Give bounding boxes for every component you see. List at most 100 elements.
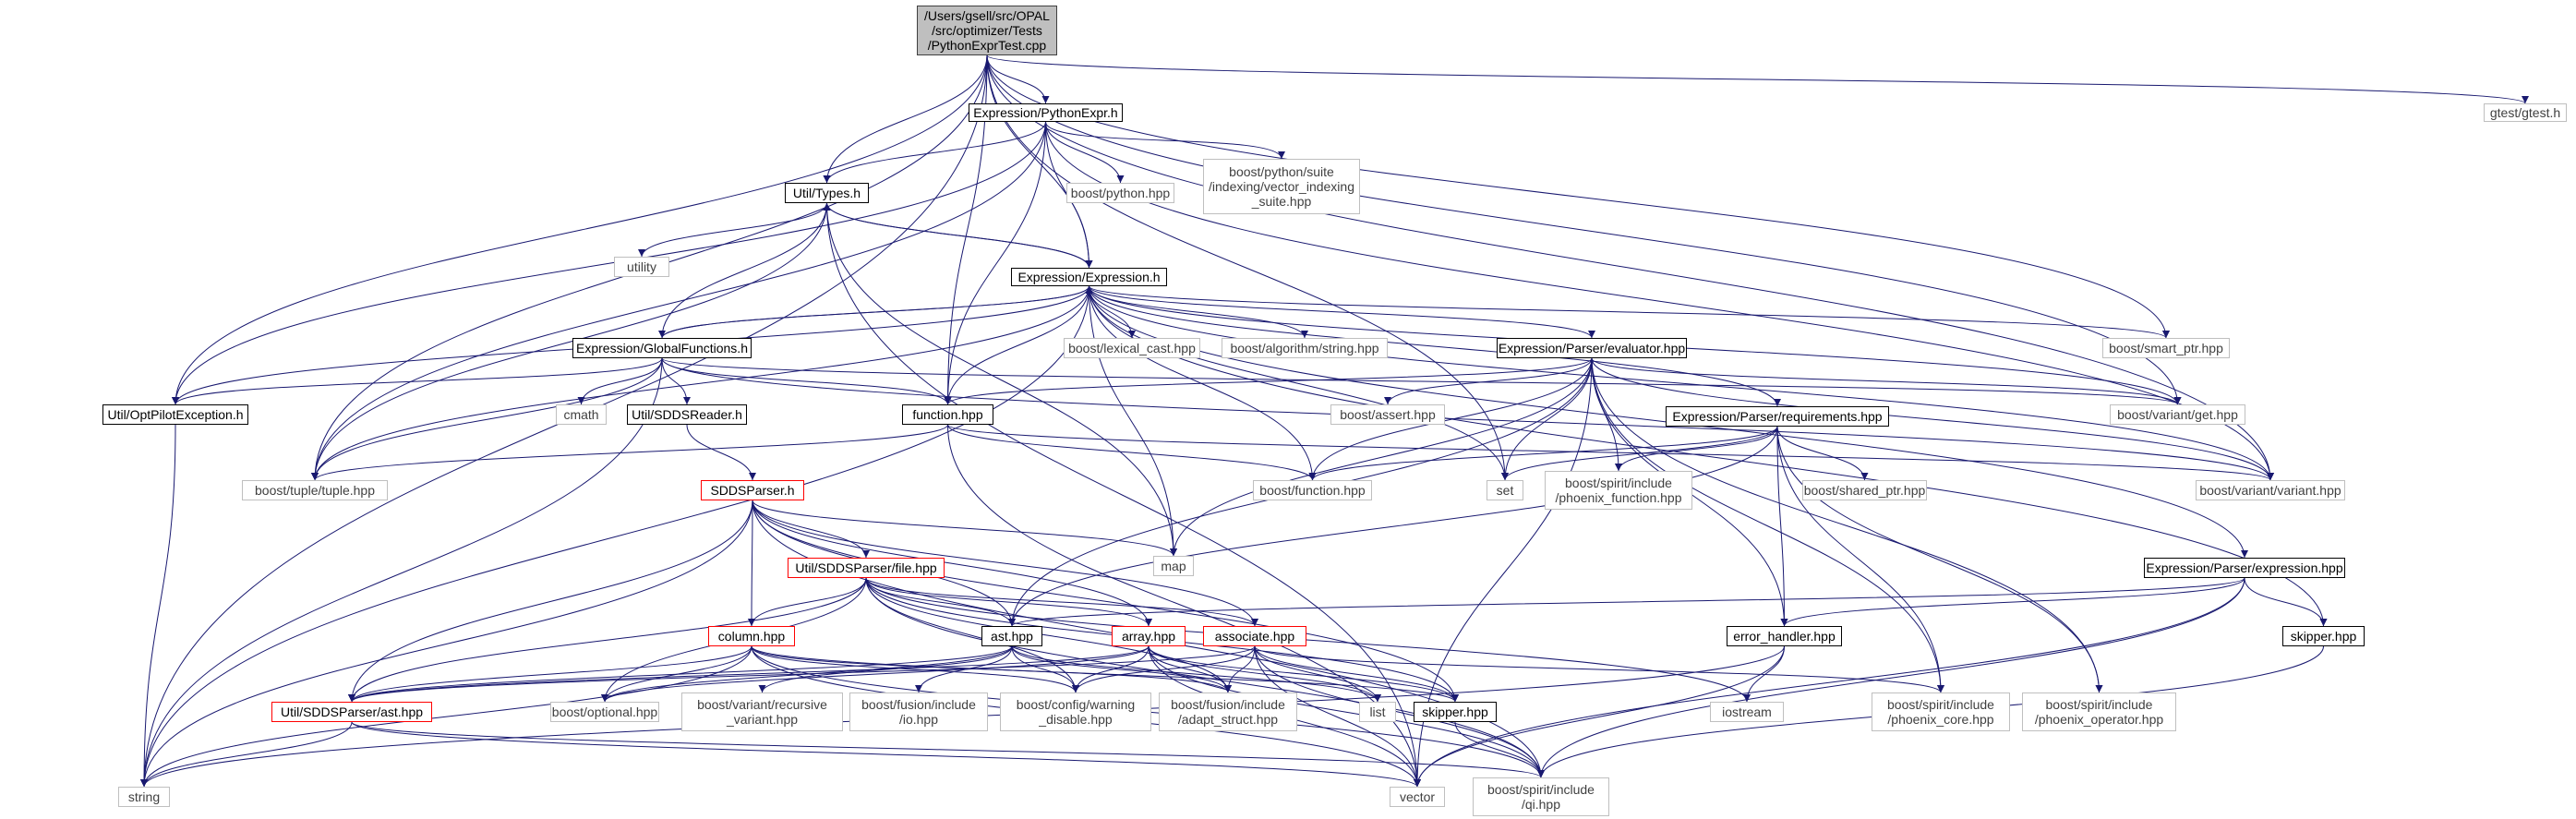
- node-ast-hpp[interactable]: ast.hpp: [981, 626, 1042, 646]
- edge-expression-to-string: [140, 285, 1089, 788]
- edge-root-to-gtest: [986, 54, 2529, 104]
- node-error-handler[interactable]: error_handler.hpp: [1727, 626, 1842, 646]
- edge-expression-to-variant_variant: [1089, 285, 2274, 481]
- node-sdds-reader[interactable]: Util/SDDSReader.h: [627, 404, 747, 425]
- node-list: list: [1359, 702, 1396, 722]
- node-gtest: gtest/gtest.h: [2484, 103, 2567, 122]
- node-vector-indexing: boost/python/suite /indexing/vector_inde…: [1203, 159, 1360, 214]
- edge-types-to-vector: [826, 202, 1421, 788]
- edge-array-to-sdds_ast: [348, 645, 1150, 703]
- edge-parser_expression-to-qi: [1537, 577, 2245, 778]
- edge-sdds_parser-to-string: [140, 500, 753, 788]
- edge-sdds_parser-to-sdds_file: [752, 500, 870, 559]
- edge-expression-to-function_hpp: [944, 285, 1089, 405]
- node-tuple: boost/tuple/tuple.hpp: [242, 480, 388, 500]
- edge-sdds_ast-to-vector: [351, 721, 1421, 788]
- node-skipper-right[interactable]: skipper.hpp: [2282, 626, 2365, 646]
- edge-ast_hpp-to-warning_disable: [1011, 645, 1079, 693]
- edge-associate-to-vector: [1254, 645, 1421, 788]
- edge-expression-to-set: [1089, 285, 1509, 481]
- edge-requirements-to-phoenix_operator: [1776, 426, 2103, 693]
- node-global-functions[interactable]: Expression/GlobalFunctions.h: [572, 338, 752, 358]
- node-opt-pilot-exception[interactable]: Util/OptPilotException.h: [102, 404, 248, 425]
- node-adapt-struct: boost/fusion/include /adapt_struct.hpp: [1159, 693, 1297, 731]
- edge-evaluator-to-variant_get: [1591, 357, 2182, 405]
- edge-associate-to-warning_disable: [1072, 645, 1256, 693]
- node-sdds-ast[interactable]: Util/SDDSParser/ast.hpp: [271, 702, 432, 722]
- node-boost-optional: boost/optional.hpp: [550, 702, 659, 722]
- node-evaluator[interactable]: Expression/Parser/evaluator.hpp: [1497, 338, 1687, 358]
- edge-requirements-to-phoenix_function: [1615, 426, 1778, 472]
- node-requirements[interactable]: Expression/Parser/requirements.hpp: [1666, 406, 1889, 427]
- edge-types-to-tuple: [311, 202, 827, 481]
- node-array[interactable]: array.hpp: [1112, 626, 1186, 646]
- edge-root-to-set: [986, 54, 1509, 481]
- edge-array-to-qi: [1148, 645, 1545, 778]
- node-shared-ptr: boost/shared_ptr.hpp: [1802, 480, 1927, 500]
- edge-function_hpp-to-variant_variant: [947, 424, 2274, 481]
- edge-array-to-adapt_struct: [1148, 645, 1232, 693]
- edge-array-to-warning_disable: [1072, 645, 1150, 693]
- edge-evaluator-to-phoenix_core: [1591, 357, 1944, 693]
- node-phoenix-function: boost/spirit/include /phoenix_function.h…: [1545, 471, 1692, 510]
- edge-array-to-boost_optional: [601, 645, 1150, 703]
- node-algorithm-string: boost/algorithm/string.hpp: [1222, 338, 1388, 358]
- edge-global_functions-to-cmath: [577, 357, 663, 405]
- node-phoenix-core: boost/spirit/include /phoenix_core.hpp: [1872, 693, 2010, 731]
- edge-skipper_mid-to-qi: [1454, 721, 1545, 778]
- edge-requirements-to-phoenix_core: [1776, 426, 1944, 693]
- edge-parser_expression-to-skipper_right: [2244, 577, 2328, 627]
- node-map: map: [1153, 556, 1194, 576]
- node-column[interactable]: column.hpp: [708, 626, 795, 646]
- edge-python_expr-to-types: [823, 121, 1046, 184]
- node-warning-disable: boost/config/warning _disable.hpp: [1000, 693, 1151, 731]
- node-associate[interactable]: associate.hpp: [1203, 626, 1306, 646]
- node-python-expr[interactable]: Expression/PythonExpr.h: [969, 103, 1123, 122]
- edge-python_expr-to-boost_python: [1045, 121, 1125, 184]
- node-variant-variant: boost/variant/variant.hpp: [2196, 480, 2345, 500]
- edge-sdds_file-to-array: [865, 577, 1152, 627]
- edge-sdds_file-to-ast_hpp: [865, 577, 1016, 627]
- edge-array-to-skipper_mid: [1148, 645, 1459, 703]
- node-phoenix-operator: boost/spirit/include /phoenix_operator.h…: [2022, 693, 2176, 731]
- edge-sdds_parser-to-sdds_ast: [348, 500, 753, 703]
- edge-evaluator-to-set: [1501, 357, 1593, 481]
- node-string: string: [118, 787, 170, 807]
- edge-python_expr-to-tuple: [311, 121, 1046, 481]
- node-sdds-file[interactable]: Util/SDDSParser/file.hpp: [788, 558, 945, 578]
- edge-sdds_file-to-sdds_ast: [348, 577, 867, 703]
- edge-sdds_file-to-column: [748, 577, 867, 627]
- edge-expression-to-evaluator: [1089, 285, 1595, 339]
- edge-sdds_parser-to-array: [752, 500, 1152, 627]
- node-expression[interactable]: Expression/Expression.h: [1011, 268, 1167, 286]
- node-parser-expression[interactable]: Expression/Parser/expression.hpp: [2144, 558, 2345, 578]
- edge-evaluator-to-phoenix_operator: [1591, 357, 2103, 693]
- edge-expression-to-smart_ptr: [1089, 285, 2170, 339]
- node-skipper-mid[interactable]: skipper.hpp: [1414, 702, 1497, 722]
- node-boost-python: boost/python.hpp: [1066, 183, 1174, 203]
- edge-function_hpp-to-tuple: [311, 424, 948, 481]
- node-sdds-parser[interactable]: SDDSParser.h: [701, 480, 804, 500]
- edge-python_expr-to-opt_pilot_exception: [172, 121, 1046, 405]
- edge-sdds_file-to-adapt_struct: [865, 577, 1232, 693]
- edge-expression-to-requirements: [1089, 285, 1781, 407]
- edge-requirements-to-shared_ptr: [1776, 426, 1869, 481]
- node-types[interactable]: Util/Types.h: [785, 183, 869, 203]
- node-cmath: cmath: [556, 404, 607, 425]
- edge-evaluator-to-boost_function: [1308, 357, 1593, 481]
- edge-requirements-to-set: [1501, 426, 1778, 481]
- node-function-hpp[interactable]: function.hpp: [902, 404, 993, 425]
- edge-associate-to-sdds_ast: [348, 645, 1256, 703]
- node-root-file[interactable]: /Users/gsell/src/OPAL /src/optimizer/Tes…: [917, 6, 1057, 55]
- edge-types-to-map: [826, 202, 1177, 557]
- node-boost-function: boost/function.hpp: [1253, 480, 1372, 500]
- node-lexical-cast: boost/lexical_cast.hpp: [1064, 338, 1200, 358]
- edge-array-to-list: [1148, 645, 1381, 703]
- edge-requirements-to-boost_function: [1308, 426, 1778, 481]
- edge-python_expr-to-vector_indexing: [1045, 121, 1285, 160]
- edge-global_functions-to-types: [661, 202, 831, 339]
- edge-column-to-string: [140, 645, 752, 788]
- edge-global_functions-to-tuple: [311, 357, 663, 481]
- edge-ast_hpp-to-sdds_ast: [348, 645, 1013, 703]
- edge-function_hpp-to-boost_function: [947, 424, 1317, 481]
